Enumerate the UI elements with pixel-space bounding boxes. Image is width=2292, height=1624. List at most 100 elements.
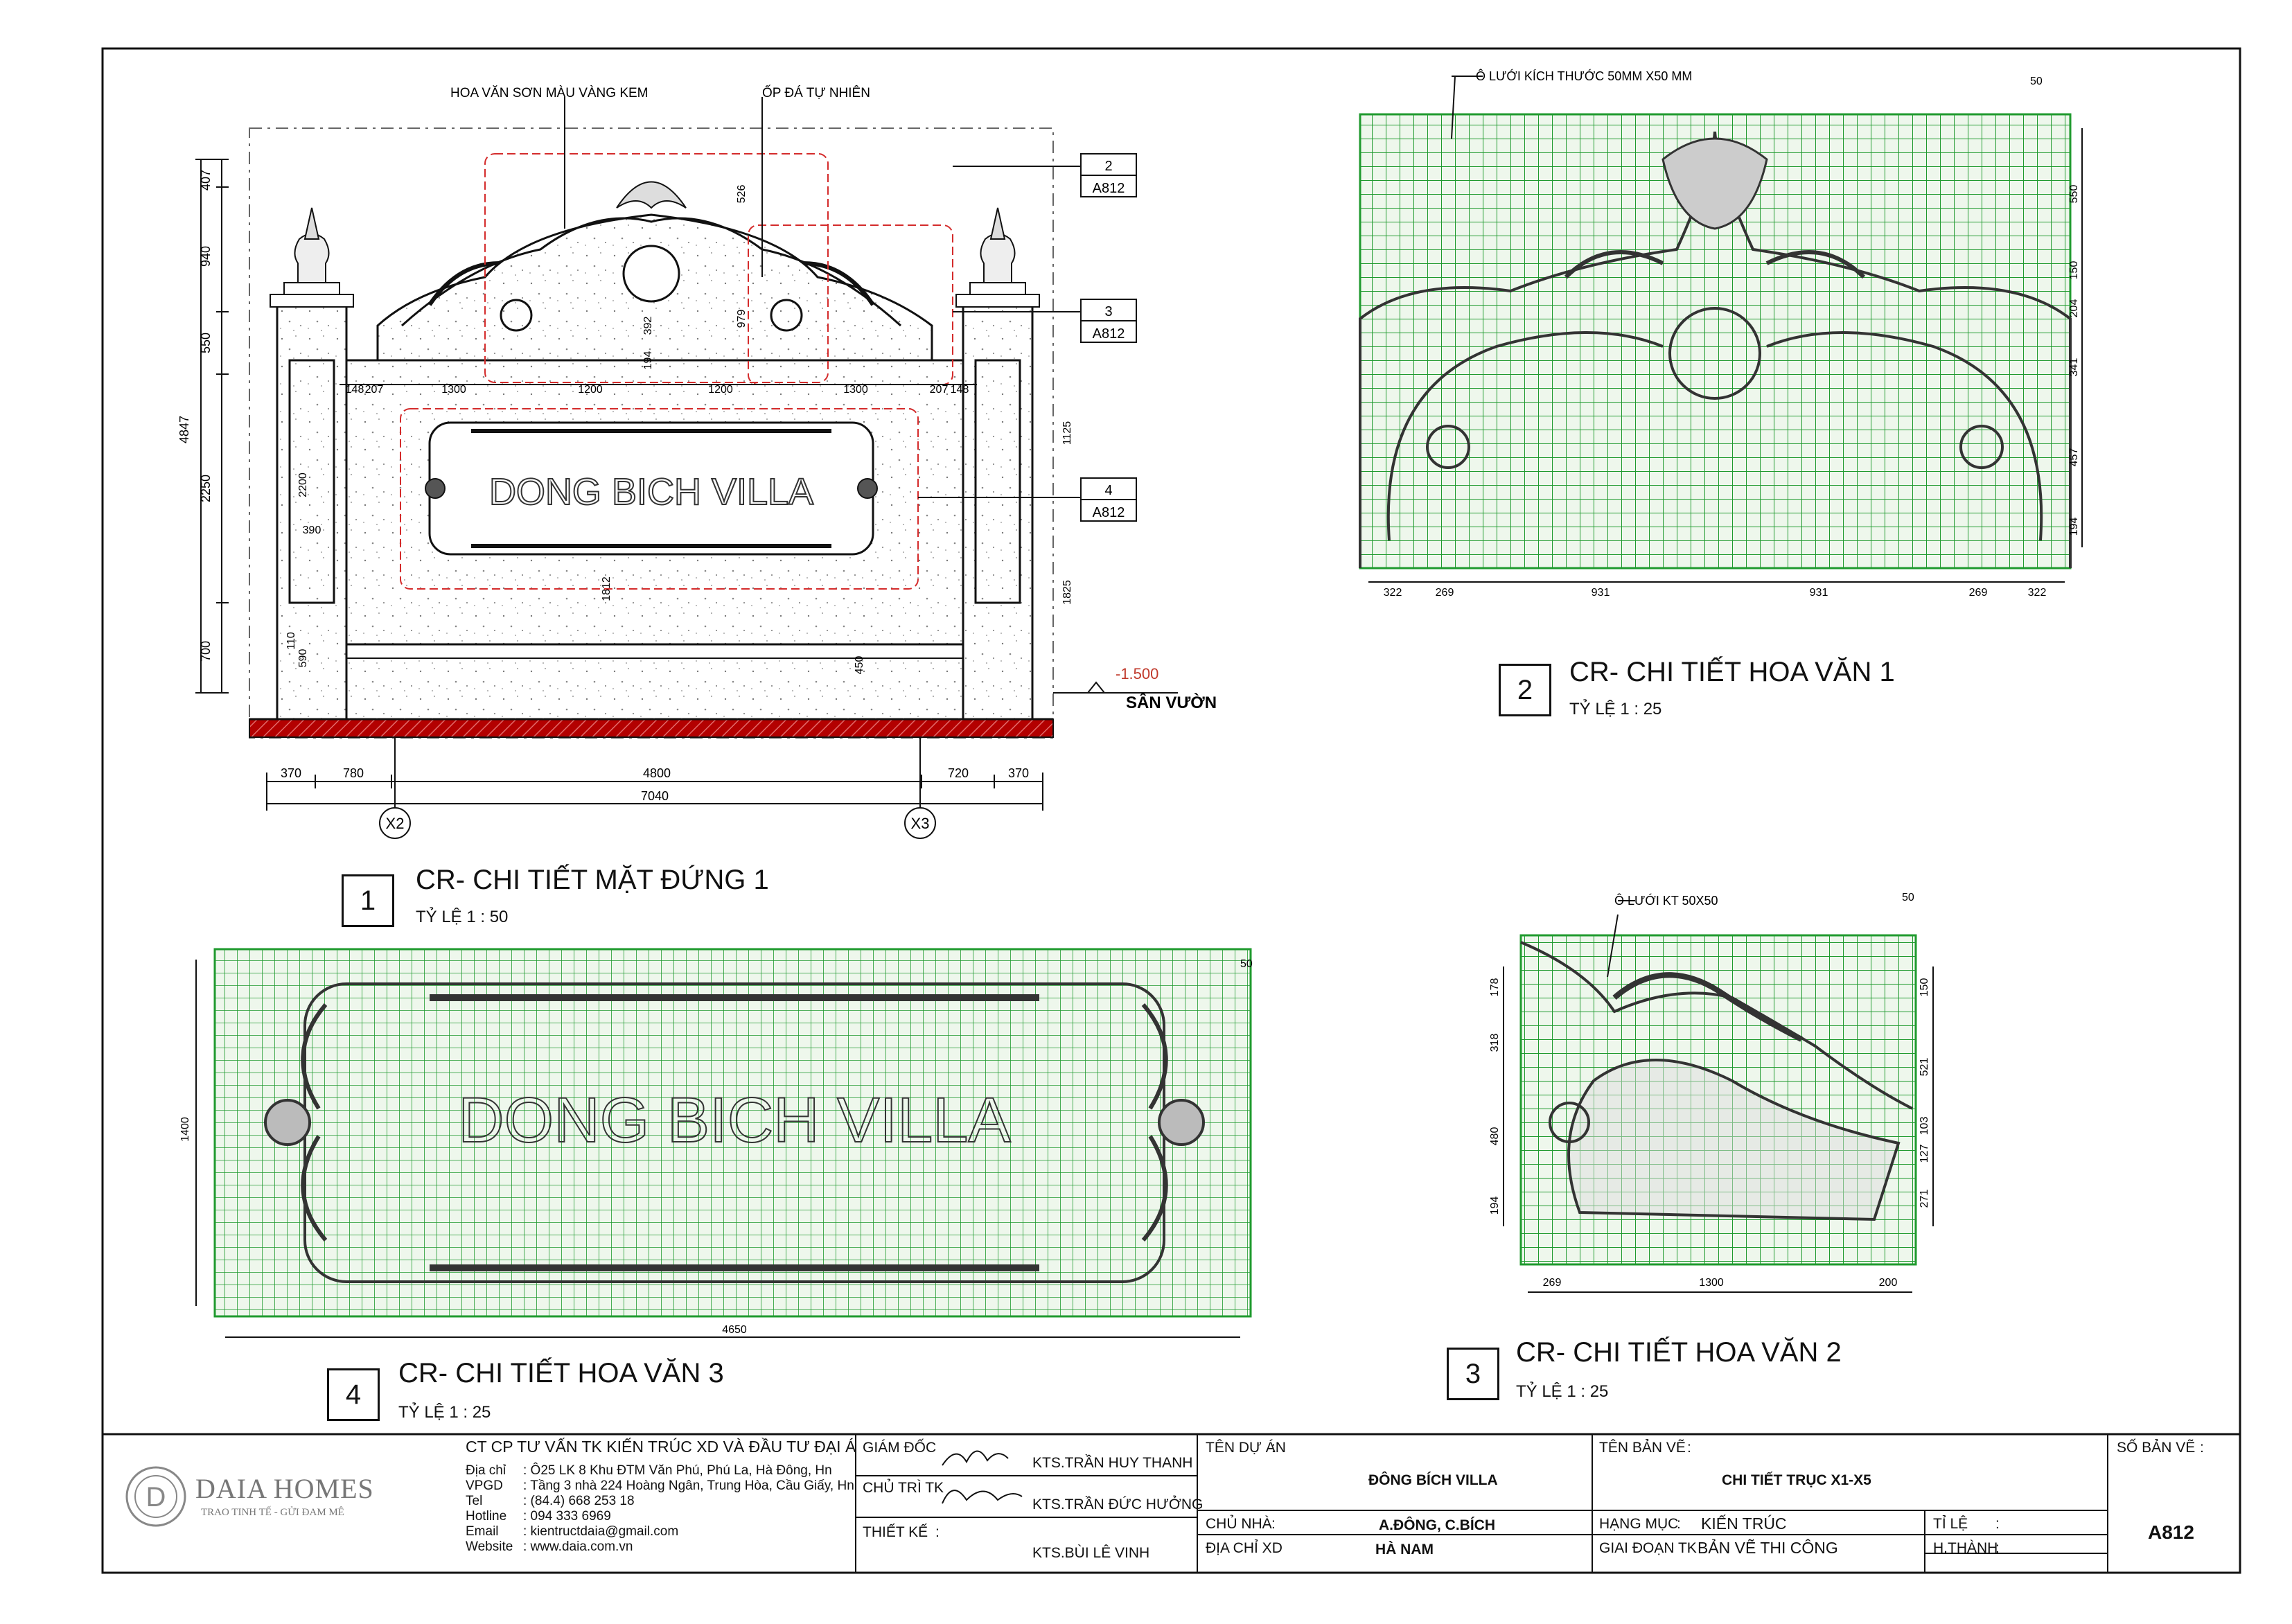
dim-label: 322 [1384, 587, 1402, 599]
dim-label: 269 [1543, 1277, 1562, 1289]
dim-label: 720 [948, 766, 969, 780]
logo-name: DAIA HOMES [195, 1473, 374, 1504]
designer-name: KTS.BÙI LÊ VINH [1032, 1545, 1150, 1561]
grid-note-2: Ô LƯỚI KT 50X50 [1614, 893, 1718, 908]
dim-label: 148 [951, 384, 969, 396]
dim-label: 271 [1919, 1190, 1930, 1208]
dim-label: 7040 [641, 789, 669, 803]
drawing-scale-1: TỶ LỆ 1 : 50 [416, 908, 509, 926]
hotline-label: Hotline [466, 1509, 507, 1524]
grid-axis-bubble [904, 807, 936, 839]
drawing-scale-4: TỶ LỆ 1 : 25 [398, 1403, 491, 1422]
drawing-number-4: 4 [327, 1368, 380, 1421]
dim-label: 1825 [1061, 580, 1073, 605]
dim-label: 194 [642, 351, 654, 370]
ref-number: 4 [1104, 483, 1112, 498]
dim-label: 1812 [601, 576, 612, 601]
dim-label: 269 [1969, 587, 1988, 599]
office-label: VPGD [466, 1479, 503, 1493]
website-value: : www.daia.com.vn [523, 1539, 633, 1554]
dim-label: 110 [285, 632, 297, 650]
logo-tagline: TRAO TINH TẾ - GỬI ĐAM MÊ [201, 1507, 344, 1518]
address-label: Địa chỉ [466, 1463, 506, 1478]
dim-label: 940 [199, 246, 213, 267]
dim-label: 1300 [1699, 1277, 1724, 1289]
email-value: : kientructdaia@gmail.com [523, 1524, 679, 1539]
dim-label: 931 [1592, 587, 1610, 599]
dim-label: 2250 [199, 475, 213, 502]
dim-label: 457 [2068, 448, 2080, 467]
dim-label: 4650 [722, 1324, 747, 1336]
callout-ornament-paint: HOA VĂN SƠN MÀU VÀNG KEM [450, 86, 649, 100]
colon: : [1995, 1540, 2000, 1556]
stage-label: GIAI ĐOẠN TK [1599, 1540, 1697, 1556]
sheet-number-label: SỐ BẢN VẼ [2117, 1440, 2196, 1456]
drawing-title-1: CR- CHI TIẾT MẶT ĐỨNG 1 [416, 865, 769, 895]
dim-label: 269 [1436, 587, 1454, 599]
dim-label: 550 [2068, 185, 2080, 204]
grid-axis-label: X2 [386, 815, 405, 832]
drawing-scale-3: TỶ LỆ 1 : 25 [1516, 1382, 1609, 1401]
dim-label: 178 [1489, 978, 1501, 997]
dim-label: 1200 [708, 384, 733, 396]
dim-label: 127 [1919, 1145, 1930, 1163]
location-value: HÀ NAM [1375, 1542, 1434, 1557]
dim-label: 590 [297, 649, 309, 668]
drawing-number-3: 3 [1447, 1348, 1499, 1400]
dim-label: 4800 [643, 766, 671, 780]
tel-value: : (84.4) 668 253 18 [523, 1494, 635, 1508]
dim-label: 1300 [441, 384, 466, 396]
director-label: GIÁM ĐỐC [863, 1440, 937, 1456]
colon: : [1995, 1516, 2000, 1532]
colon: : [1677, 1516, 1681, 1532]
ground-hatch [249, 718, 1054, 738]
dim-label: 979 [736, 310, 748, 328]
ornament-2-drawing: Ô LƯỚI KT 50X50 50 178 318 480 194 150 5… [1489, 892, 1934, 1293]
dim-label: 392 [642, 317, 654, 335]
company-name: CT CP TƯ VẤN TK KIẾN TRÚC XD VÀ ĐẦU TƯ Đ… [466, 1438, 856, 1456]
colon: : [2200, 1440, 2204, 1456]
logo-emblem: D [125, 1466, 186, 1527]
dim-label: 341 [2068, 358, 2080, 377]
dim-label: 370 [281, 766, 301, 780]
designer-colon: : [935, 1524, 940, 1540]
drawing-title-2: CR- CHI TIẾT HOA VĂN 1 [1569, 657, 1895, 687]
project-name: ĐÔNG BÍCH VILLA [1368, 1472, 1498, 1488]
colon: : [1687, 1440, 1691, 1456]
drawing-scale-2: TỶ LỆ 1 : 25 [1569, 700, 1662, 718]
owner-label: CHỦ NHÀ [1206, 1516, 1272, 1532]
grid-axis-label: X3 [911, 815, 930, 832]
dim-label: 204 [2068, 299, 2080, 318]
dim-label: 148 [346, 384, 364, 396]
dim-label: 103 [1919, 1117, 1930, 1136]
svg-text:D: D [146, 1482, 166, 1512]
dim-label: 700 [199, 641, 213, 662]
dim-label: 450 [854, 656, 865, 675]
ornament-3-drawing: DONG BICH VILLA 50 1400 4650 [179, 948, 1253, 1338]
owner-name: A.ĐÔNG, C.BÍCH [1379, 1517, 1495, 1533]
address-value: : Ô25 LK 8 Khu ĐTM Văn Phú, Phú La, Hà Đ… [523, 1463, 832, 1478]
ref-sheet: A812 [1093, 181, 1125, 196]
dimension-bottom [266, 738, 1043, 831]
dim-label: 390 [303, 524, 321, 536]
drawing-number-2: 2 [1499, 664, 1551, 716]
ornament-sign-text: DONG BICH VILLA [458, 1085, 1011, 1156]
dim-label: 370 [1008, 766, 1029, 780]
director-signature [942, 1450, 1009, 1466]
dim-label: 322 [2028, 587, 2047, 599]
dim-label: 4847 [177, 416, 191, 443]
dim-label: 1400 [179, 1117, 191, 1142]
project-label: TÊN DỰ ÁN [1206, 1440, 1286, 1456]
level-value: -1.500 [1116, 665, 1158, 682]
email-label: Email [466, 1524, 499, 1539]
completed-label: H.THÀNH [1933, 1540, 1998, 1556]
pediment-ornament [376, 181, 933, 362]
sign-frame [425, 421, 878, 556]
dim-label: 207 [930, 384, 949, 396]
dim-label: 521 [1919, 1058, 1930, 1077]
dim-label: 931 [1810, 587, 1828, 599]
dim-label: 50 [1902, 892, 1914, 903]
left-pillar [270, 207, 354, 721]
